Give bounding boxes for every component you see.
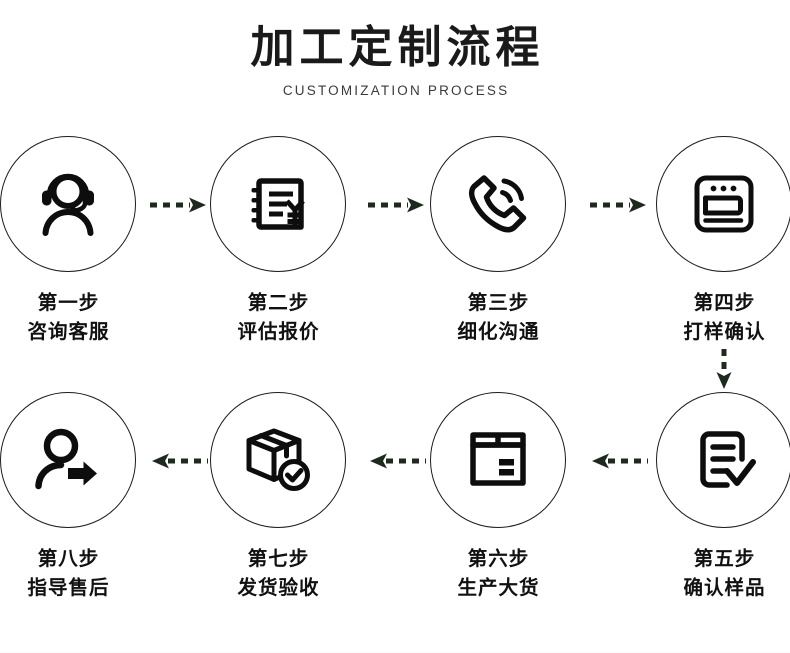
step-8-labels: 第八步 指导售后 (0, 544, 148, 602)
step-1-labels: 第一步 咨询客服 (0, 288, 148, 346)
step-1-step-label: 第一步 (37, 291, 100, 314)
step-5-name-label: 确认样品 (683, 576, 766, 599)
process-step-5[interactable]: 第五步 确认样品 (644, 392, 790, 602)
step-2-name-label: 评估报价 (237, 320, 320, 343)
step-3-step-label: 第三步 (467, 291, 530, 314)
page-title: 加工定制流程 (250, 22, 545, 73)
process-step-3[interactable]: 第三步 细化沟通 (418, 136, 578, 346)
step-4-circle (656, 136, 790, 272)
process-step-7[interactable]: 第七步 发货验收 (198, 392, 358, 602)
step-3-circle (430, 136, 566, 272)
step-2-labels: 第二步 评估报价 (198, 288, 358, 346)
process-step-8[interactable]: 第八步 指导售后 (0, 392, 148, 602)
step-7-circle (210, 392, 346, 528)
process-row-bottom: 第八步 指导售后 (0, 392, 790, 622)
step-2-step-label: 第二步 (247, 291, 310, 314)
step-6-step-label: 第六步 (467, 547, 530, 570)
process-row-top: 第一步 咨询客服 (0, 136, 790, 366)
arrow-step6-to-step7 (366, 450, 428, 472)
process-step-4[interactable]: 第四步 打样确认 (644, 136, 790, 346)
step-6-circle (430, 392, 566, 528)
step-4-step-label: 第四步 (693, 291, 756, 314)
carton-box-front-icon (459, 421, 537, 499)
step-5-step-label: 第五步 (693, 547, 756, 570)
process-step-6[interactable]: 第六步 生产大货 (418, 392, 578, 602)
step-4-name-label: 打样确认 (683, 320, 766, 343)
step-8-name-label: 指导售后 (27, 576, 110, 599)
process-step-2[interactable]: 第二步 评估报价 (198, 136, 358, 346)
arrow-step3-to-step4 (588, 194, 650, 216)
page-header: 加工定制流程 CUSTOMIZATION PROCESS (0, 22, 790, 99)
step-1-circle (0, 136, 136, 272)
arrow-step1-to-step2 (148, 194, 210, 216)
step-4-labels: 第四步 打样确认 (644, 288, 790, 346)
arrow-step7-to-step8 (148, 450, 210, 472)
step-7-step-label: 第七步 (247, 547, 310, 570)
step-3-name-label: 细化沟通 (457, 320, 540, 343)
arrow-step4-to-step5 (713, 347, 735, 391)
step-7-name-label: 发货验收 (237, 576, 320, 599)
headset-support-agent-icon (29, 165, 107, 243)
document-checkmark-icon (685, 421, 763, 499)
invoice-yuan-quote-icon (239, 165, 317, 243)
process-step-1[interactable]: 第一步 咨询客服 (0, 136, 148, 346)
arrow-step5-to-step6 (588, 450, 650, 472)
step-6-name-label: 生产大货 (457, 576, 540, 599)
page-subtitle: CUSTOMIZATION PROCESS (282, 83, 510, 98)
arrow-step2-to-step3 (366, 194, 428, 216)
step-6-labels: 第六步 生产大货 (418, 544, 578, 602)
person-arrow-guidance-icon (28, 420, 108, 500)
step-8-step-label: 第八步 (37, 547, 100, 570)
package-verified-icon (238, 420, 318, 500)
phone-call-waves-icon (458, 164, 538, 244)
step-8-circle (0, 392, 136, 528)
step-7-labels: 第七步 发货验收 (198, 544, 358, 602)
step-5-labels: 第五步 确认样品 (644, 544, 790, 602)
step-1-name-label: 咨询客服 (27, 320, 110, 343)
step-5-circle (656, 392, 790, 528)
step-3-labels: 第三步 细化沟通 (418, 288, 578, 346)
sewing-machine-icon (684, 164, 764, 244)
step-2-circle (210, 136, 346, 272)
